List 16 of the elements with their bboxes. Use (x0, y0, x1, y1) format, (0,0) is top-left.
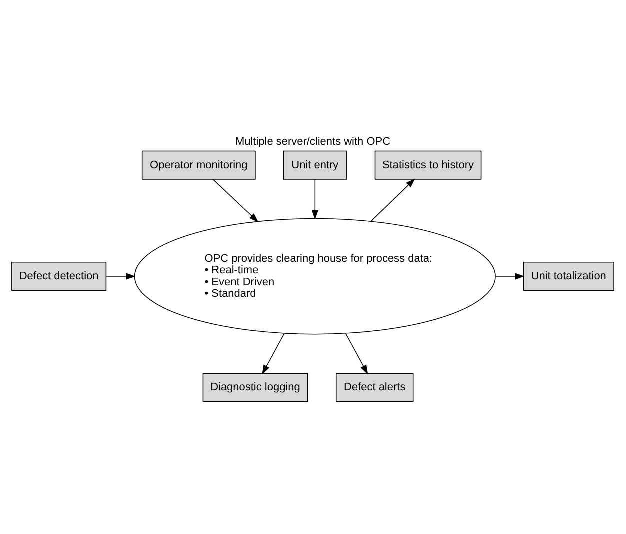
arrow (312, 178, 318, 220)
node-box: Defect alerts (336, 372, 414, 402)
node-box: Defect detection (12, 262, 107, 291)
arrow (370, 178, 416, 222)
node-box: Diagnostic logging (202, 372, 308, 402)
node-box: Unit entry (283, 150, 347, 180)
node-box: Operator monitoring (142, 150, 256, 180)
diagram-title: Multiple server/clients with OPC (235, 136, 391, 148)
arrow (212, 178, 259, 222)
arrow (345, 332, 368, 374)
node-ellipse: OPC provides clearing house for process data: • Real-time • Event Driven • Standard (134, 218, 496, 334)
arrow (495, 272, 525, 280)
node-box: Unit totalization (523, 262, 614, 291)
node-box: Statistics to history (374, 150, 482, 180)
arrow (262, 332, 285, 374)
arrow (106, 272, 136, 280)
